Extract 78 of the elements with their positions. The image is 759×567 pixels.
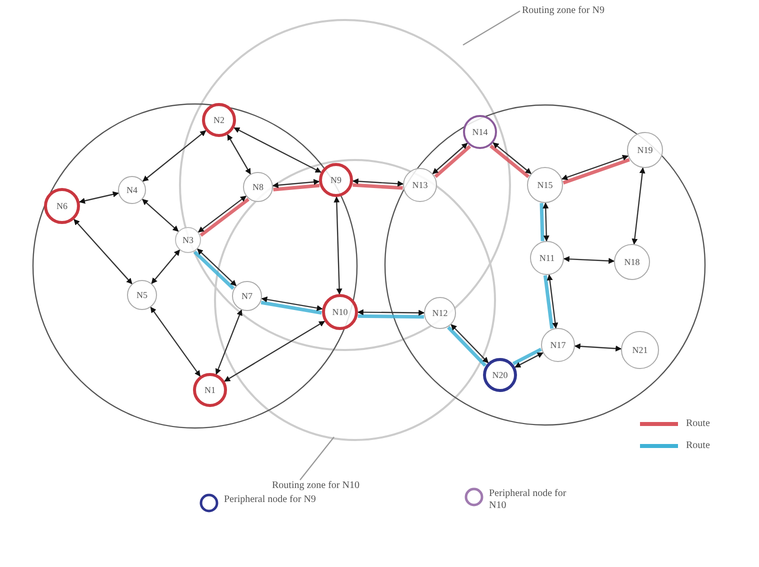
network-node xyxy=(621,331,659,369)
arrow xyxy=(546,274,558,329)
leader-line xyxy=(300,436,334,480)
arrow xyxy=(78,191,119,204)
network-node xyxy=(541,328,575,362)
network-node xyxy=(403,168,437,202)
node-label: N4 xyxy=(126,185,138,195)
arrow xyxy=(352,178,404,187)
network-node xyxy=(44,188,80,224)
arrow xyxy=(563,256,615,264)
arrow xyxy=(261,296,323,311)
network-node xyxy=(243,172,273,202)
arrow xyxy=(357,309,425,316)
node-label: N19 xyxy=(637,145,653,155)
node-label: N8 xyxy=(252,182,264,192)
network-node xyxy=(193,373,227,407)
node-label: N9 xyxy=(330,175,342,185)
arrow xyxy=(234,127,322,173)
arrow xyxy=(272,179,320,188)
route-line xyxy=(512,348,542,366)
route-line xyxy=(260,300,322,315)
zone-label: Routing zone for N9 xyxy=(522,5,604,16)
arrow xyxy=(74,218,132,284)
node-label: N21 xyxy=(632,345,648,355)
node-label: N17 xyxy=(550,340,566,350)
legend-label: Route xyxy=(686,440,710,452)
network-node xyxy=(614,244,650,280)
network-node xyxy=(127,280,157,310)
network-node xyxy=(530,241,564,275)
arrow xyxy=(224,320,326,382)
node-label: N3 xyxy=(182,235,194,245)
arrow xyxy=(514,352,544,368)
node-label: N13 xyxy=(412,180,428,190)
arrow xyxy=(215,309,242,375)
arrow xyxy=(334,196,342,295)
network-node xyxy=(319,163,353,197)
network-node xyxy=(463,115,497,149)
node-label: N7 xyxy=(242,291,252,301)
route-line xyxy=(273,184,320,192)
zone-label: Routing zone for N10 xyxy=(272,480,360,491)
legend-label: Peripheral node for N9 xyxy=(224,494,316,506)
node-label: N11 xyxy=(539,253,555,263)
arrow xyxy=(142,198,179,232)
node-label: N2 xyxy=(214,115,224,125)
arrow xyxy=(561,154,629,180)
arrow xyxy=(632,167,646,245)
network-node xyxy=(175,227,201,253)
legend-label: Peripheral node for N10 xyxy=(489,488,568,511)
legend-label: Route xyxy=(686,418,710,430)
route-line xyxy=(358,314,424,319)
node-label: N1 xyxy=(204,385,216,395)
network-node xyxy=(118,176,146,204)
arrow xyxy=(542,202,550,242)
node-label: N12 xyxy=(432,308,448,318)
node-label: N6 xyxy=(56,201,68,211)
arrow xyxy=(574,343,622,352)
network-node xyxy=(627,132,663,168)
arrow xyxy=(150,306,201,377)
network-node xyxy=(322,294,358,330)
arrow xyxy=(227,134,251,175)
network-node xyxy=(527,167,563,203)
arrow xyxy=(142,130,206,182)
node-label: N18 xyxy=(624,257,640,267)
node-label: N5 xyxy=(136,290,148,300)
route-line xyxy=(543,275,554,329)
leader-line xyxy=(462,10,520,46)
node-label: N15 xyxy=(537,180,553,190)
network-node xyxy=(483,358,517,392)
network-node xyxy=(424,297,456,329)
network-node xyxy=(232,281,262,311)
node-label: N20 xyxy=(492,370,508,380)
route-line xyxy=(562,158,630,184)
arrow xyxy=(151,250,180,284)
network-node xyxy=(202,103,236,137)
node-label: N14 xyxy=(472,127,488,137)
route-line xyxy=(352,183,403,190)
node-label: N10 xyxy=(332,307,348,317)
route-line xyxy=(540,203,544,242)
